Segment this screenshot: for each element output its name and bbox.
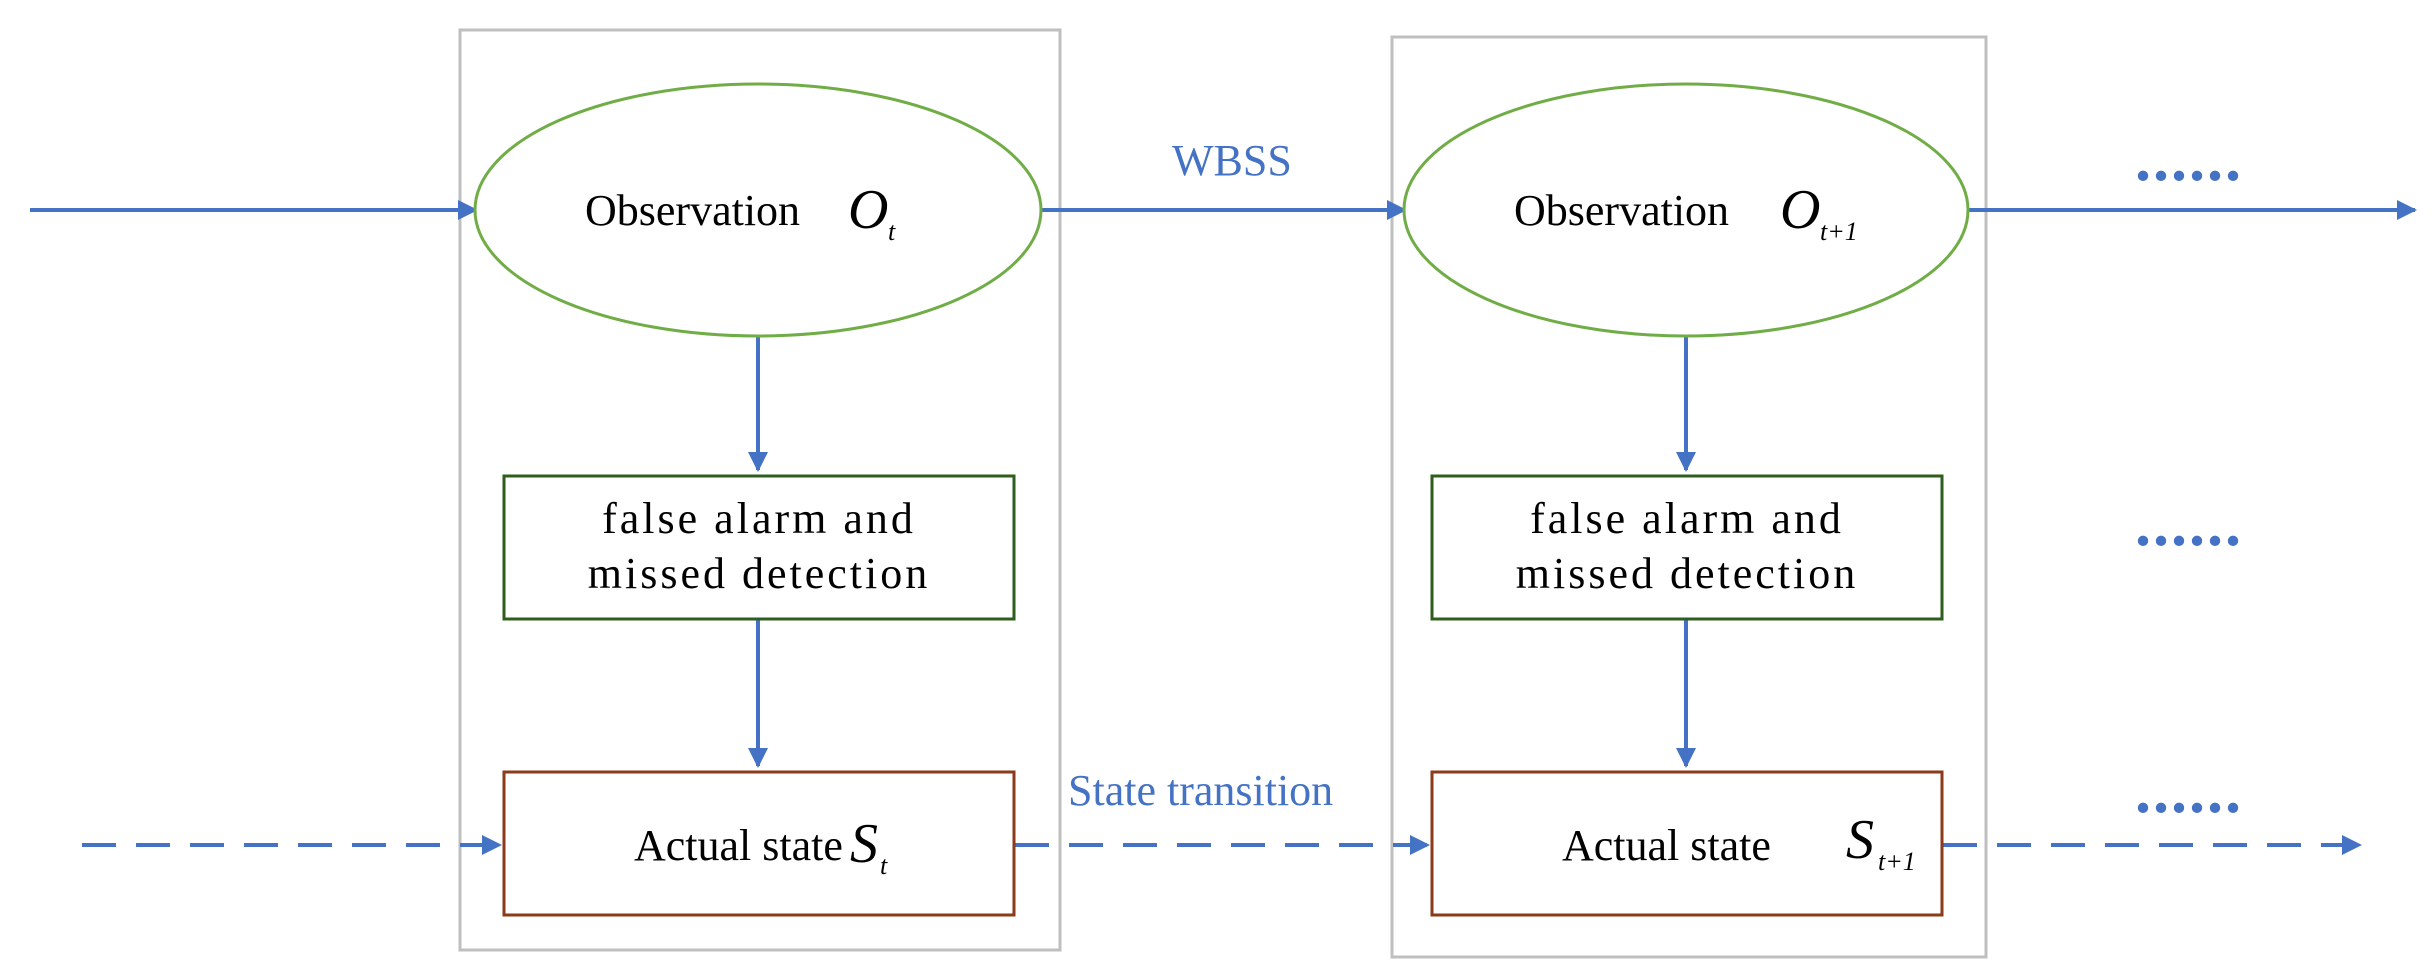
detection-box-t	[502, 474, 1016, 621]
state-label-t: Actual state	[634, 821, 843, 870]
state-box-t	[502, 770, 1016, 917]
wbss-label: WBSS	[1172, 136, 1292, 185]
detection-box-t1	[1430, 474, 1944, 621]
state-symbol-t: S	[850, 813, 878, 875]
ellipsis-middle: ......	[2135, 488, 2243, 559]
observation-symbol-t: O	[848, 179, 888, 241]
state-transition-label: State transition	[1068, 766, 1333, 815]
observation-ellipse-t1	[1402, 82, 1970, 338]
observation-label-t1: Observation	[1514, 186, 1729, 235]
time-slice-frame-t	[458, 28, 1062, 952]
detection-line2-t: missed detection	[588, 549, 931, 598]
observation-label-t: Observation	[585, 186, 800, 235]
ellipsis-top: ......	[2135, 123, 2243, 194]
observation-subscript-t1: t+1	[1820, 217, 1858, 246]
time-slice-frame-t1	[1390, 35, 1988, 959]
state-symbol-t1: S	[1846, 809, 1874, 871]
detection-line1-t1: false alarm and	[1530, 494, 1844, 543]
observation-symbol-t1: O	[1780, 179, 1820, 241]
detection-line1-t: false alarm and	[602, 494, 916, 543]
state-box-t1	[1430, 770, 1944, 917]
observation-subscript-t: t	[888, 217, 896, 246]
ellipsis-bottom: ......	[2135, 755, 2243, 826]
state-subscript-t: t	[880, 851, 888, 880]
state-subscript-t1: t+1	[1878, 847, 1916, 876]
detection-line2-t1: missed detection	[1516, 549, 1859, 598]
observation-ellipse-t	[473, 82, 1043, 338]
state-label-t1: Actual state	[1562, 821, 1771, 870]
